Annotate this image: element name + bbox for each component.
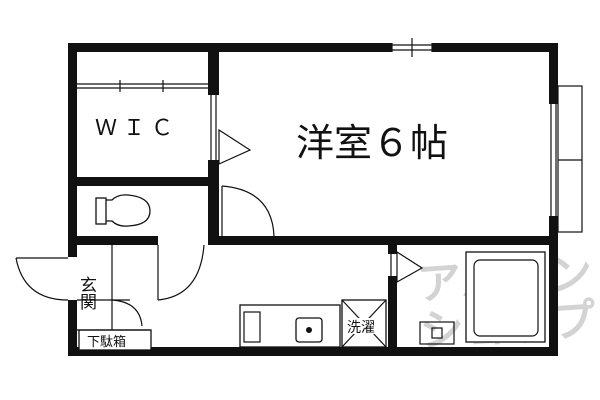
- bathtub: [465, 251, 546, 343]
- walk-in-closet: ＷＩＣ: [77, 80, 252, 165]
- entrance-door: [15, 257, 69, 301]
- shoe-box: 下駄箱: [78, 329, 152, 351]
- window-top: [391, 38, 433, 57]
- shoe-box-label: 下駄箱: [87, 334, 126, 350]
- balcony-window-right: [549, 85, 583, 233]
- laundry-label: 洗濯: [347, 320, 375, 336]
- toilet-door: [221, 185, 275, 237]
- entrance-label: 玄関: [76, 276, 96, 310]
- bathroom-door: [388, 250, 424, 300]
- washing-machine-space: 洗濯: [341, 299, 387, 348]
- toilet: [95, 194, 151, 227]
- hall-door: [157, 244, 205, 301]
- western-room-label: 洋室６帖: [296, 121, 448, 165]
- kitchen-counter: [239, 304, 341, 348]
- shoe-cabinet-door: [111, 299, 143, 330]
- wic-label: ＷＩＣ: [95, 116, 179, 141]
- wash-basin: [419, 321, 455, 345]
